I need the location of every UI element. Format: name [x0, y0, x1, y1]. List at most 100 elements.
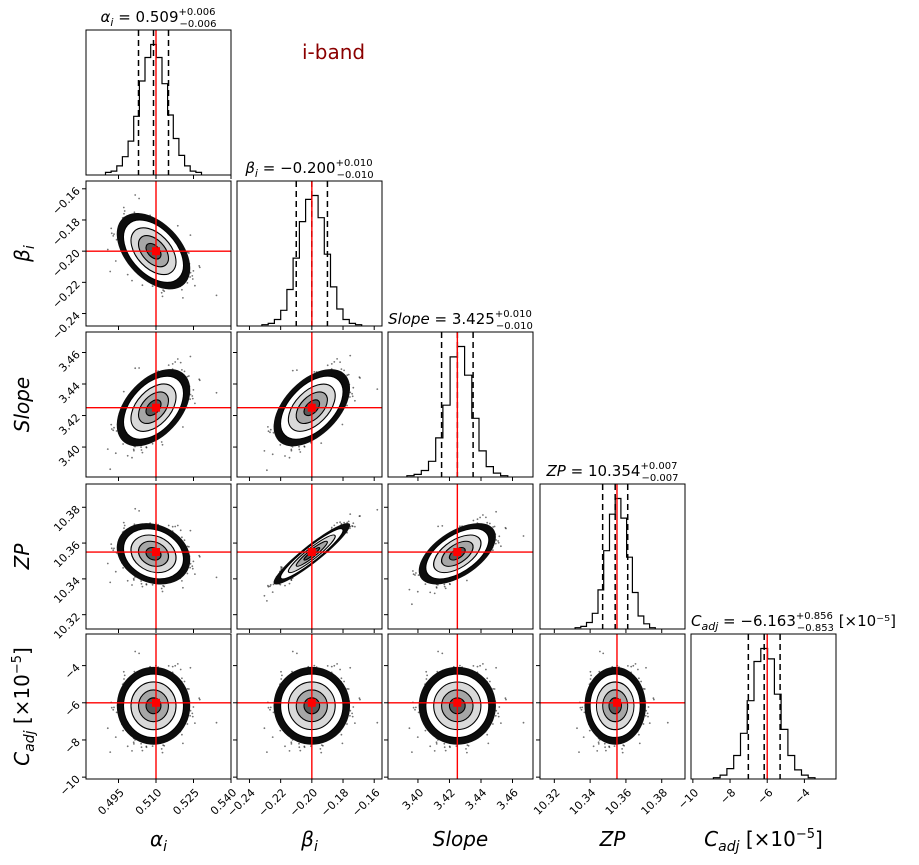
sample-point — [133, 579, 135, 581]
sample-point — [289, 583, 291, 585]
sample-point — [279, 730, 281, 732]
sample-point — [298, 746, 300, 748]
title-symbol: α — [100, 8, 110, 26]
sample-point — [192, 278, 194, 280]
sample-point — [188, 688, 190, 690]
sample-point — [190, 667, 192, 669]
y-tick-label-beta: −0.16 — [50, 184, 83, 217]
sample-point — [482, 514, 484, 516]
sample-point — [187, 573, 189, 575]
sample-point — [174, 665, 176, 667]
sample-point — [437, 651, 439, 653]
sample-point — [111, 707, 113, 709]
sample-point — [188, 546, 190, 548]
y-tick-label-beta: −0.24 — [50, 309, 83, 342]
sample-point — [142, 750, 144, 752]
sample-point — [112, 549, 114, 551]
sample-point — [138, 653, 140, 655]
truth-marker — [453, 548, 461, 556]
sample-point — [414, 709, 416, 711]
sample-point — [270, 429, 272, 431]
sample-point — [133, 450, 135, 452]
sample-point — [333, 525, 335, 527]
sample-point — [194, 722, 196, 724]
sample-point — [348, 688, 350, 690]
sample-point — [494, 688, 496, 690]
sample-point — [292, 370, 294, 372]
sample-point — [436, 741, 438, 743]
sample-point — [152, 443, 154, 445]
sample-point — [614, 745, 616, 747]
sample-point — [194, 403, 196, 405]
sample-point — [267, 426, 269, 428]
hist-group-alpha — [106, 30, 202, 175]
sample-point — [352, 522, 354, 524]
title-err-minus: −0.006 — [180, 19, 217, 30]
sample-point — [425, 671, 427, 673]
sample-point — [479, 665, 481, 667]
title-value: = −0.200 — [258, 159, 336, 177]
sample-point — [115, 571, 117, 573]
sample-point — [468, 745, 470, 747]
sample-point — [189, 276, 191, 278]
sample-point — [426, 675, 428, 677]
sample-point — [163, 745, 165, 747]
sample-point — [184, 371, 186, 373]
sample-point — [146, 447, 148, 449]
x-tick-label-alpha: 0.495 — [95, 786, 126, 817]
sample-point — [182, 426, 184, 428]
x-axis-label-alpha: αi — [150, 827, 167, 855]
sample-point — [320, 748, 322, 750]
sample-point — [181, 677, 183, 679]
x-tick-label-zp: 10.32 — [531, 786, 562, 817]
sample-point — [109, 468, 111, 470]
title-symbol: β — [244, 159, 255, 177]
sample-point — [177, 525, 179, 527]
sample-point — [124, 210, 126, 212]
sample-point — [341, 368, 343, 370]
sample-point — [290, 741, 292, 743]
sample-point — [331, 666, 333, 668]
sample-point — [336, 663, 338, 665]
sample-point — [639, 743, 641, 745]
sample-point — [637, 669, 639, 671]
sample-point — [269, 709, 271, 711]
sample-point — [409, 727, 411, 729]
sample-point — [140, 580, 142, 582]
sample-point — [112, 709, 114, 711]
sample-point — [434, 593, 436, 595]
sample-point — [635, 663, 637, 665]
sample-point — [133, 741, 135, 743]
sample-point — [505, 527, 507, 529]
sample-point — [152, 584, 154, 586]
sample-point — [168, 665, 170, 667]
sample-point — [138, 510, 140, 512]
sample-point — [181, 289, 183, 291]
sample-point — [168, 525, 170, 527]
sample-point — [486, 734, 488, 736]
sample-point — [193, 270, 195, 272]
sample-point — [647, 713, 649, 715]
title-err-minus: −0.853 — [797, 623, 834, 634]
x-axis-label-slope: Slope — [433, 827, 489, 851]
y-tick-label-slope: 3.46 — [56, 348, 83, 375]
panel-beta-vs-alpha — [86, 181, 231, 326]
sample-point — [604, 743, 606, 745]
sample-point — [191, 713, 193, 715]
sample-point — [436, 587, 438, 589]
sample-point — [198, 378, 200, 380]
sample-point — [644, 688, 646, 690]
sample-point — [198, 697, 200, 699]
sample-point — [413, 707, 415, 709]
diag-frame-alpha — [86, 30, 231, 175]
sample-point — [505, 697, 507, 699]
sample-point — [216, 577, 218, 579]
sample-point — [647, 716, 649, 718]
sample-point — [622, 752, 624, 754]
y-tick-label-zp: 10.32 — [51, 610, 82, 641]
sample-point — [482, 663, 484, 665]
y-tick-label-zp: 10.36 — [51, 539, 82, 570]
x-tick-label-alpha: 0.510 — [133, 786, 164, 817]
sample-point — [376, 388, 378, 390]
